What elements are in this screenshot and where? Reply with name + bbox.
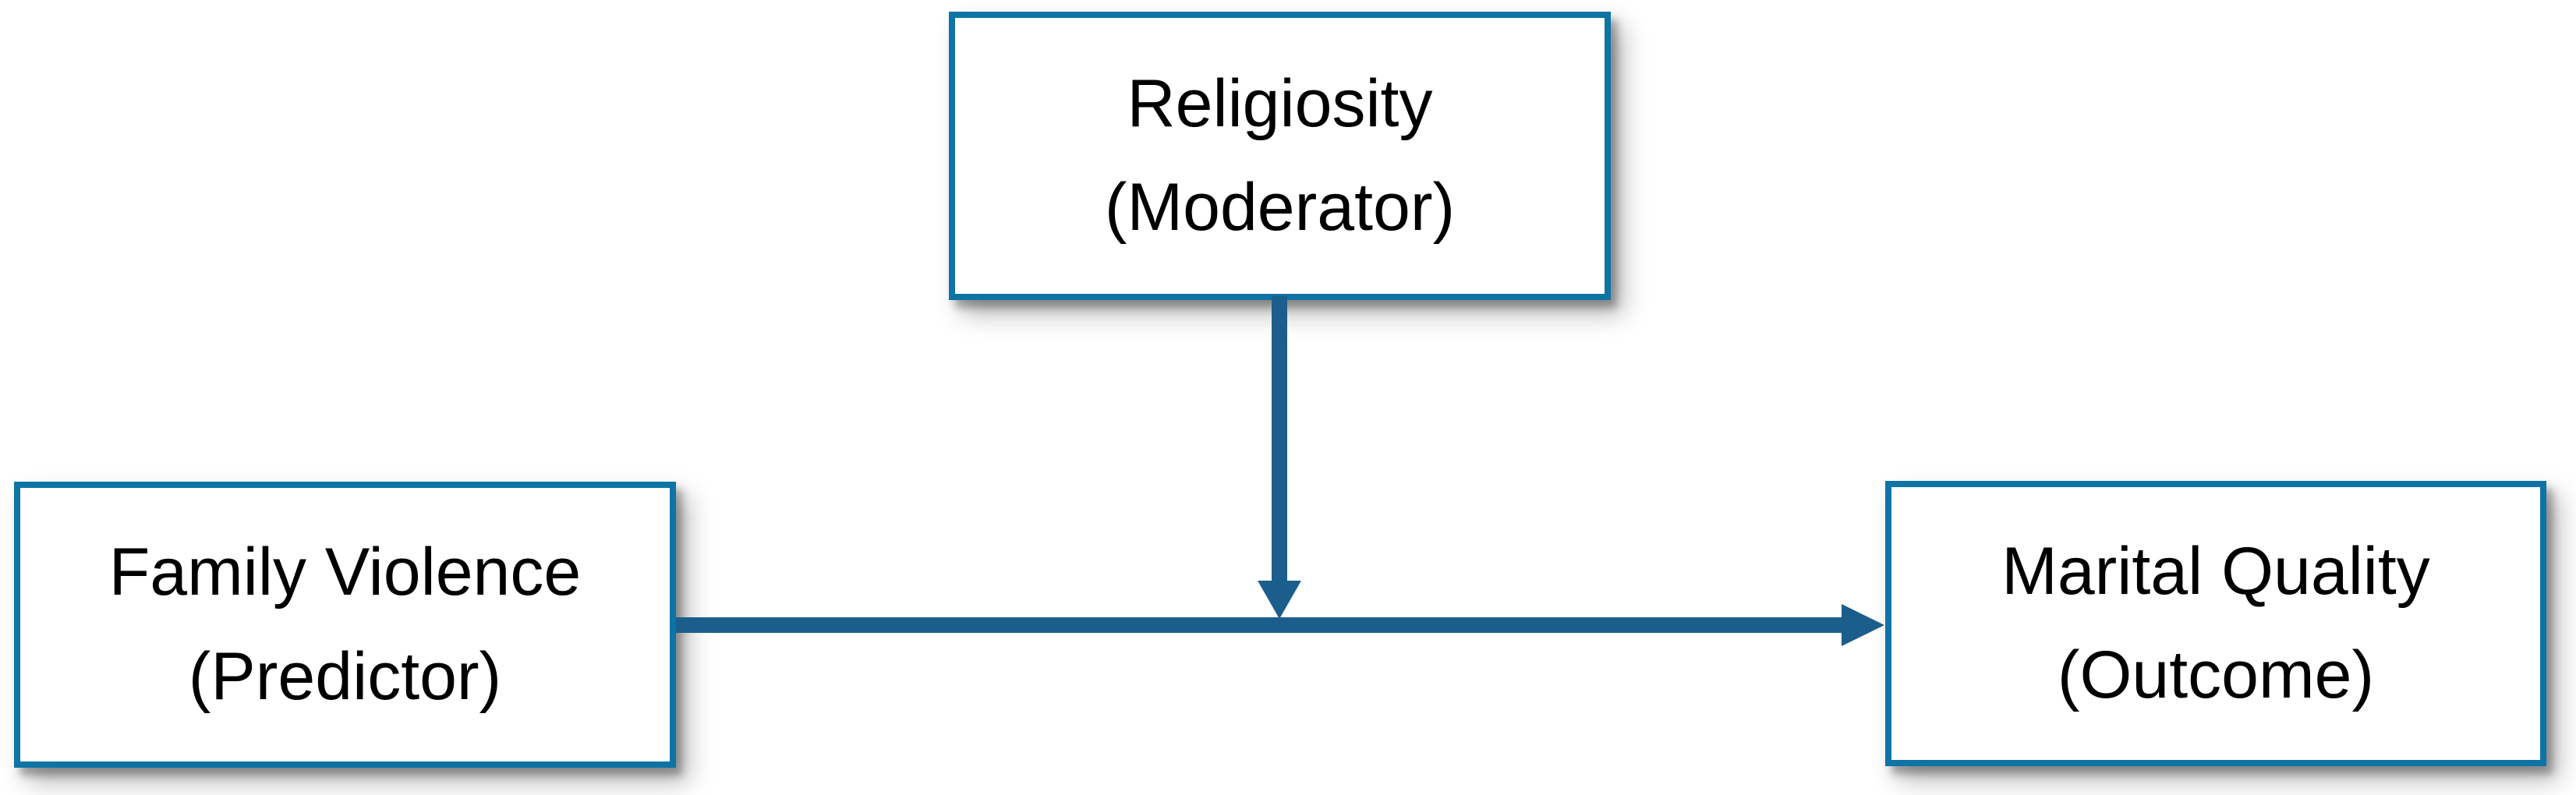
node-subtitle: (Outcome) <box>2057 638 2375 712</box>
arrow-down-head-icon <box>1258 581 1301 619</box>
node-title: Family Violence <box>108 535 582 610</box>
node-marital-quality: Marital Quality (Outcome) <box>1885 481 2546 766</box>
node-title: Religiosity <box>1127 65 1433 141</box>
node-family-violence: Family Violence (Predictor) <box>14 482 676 768</box>
node-title: Marital Quality <box>2001 533 2430 609</box>
node-subtitle: (Predictor) <box>188 638 502 714</box>
arrow-right-head-icon <box>1842 604 1884 646</box>
arrow-moderator-to-path-shaft <box>1272 296 1287 581</box>
node-subtitle: (Moderator) <box>1104 170 1456 245</box>
node-religiosity: Religiosity (Moderator) <box>949 12 1611 300</box>
arrow-predictor-to-outcome-shaft <box>676 617 1842 633</box>
